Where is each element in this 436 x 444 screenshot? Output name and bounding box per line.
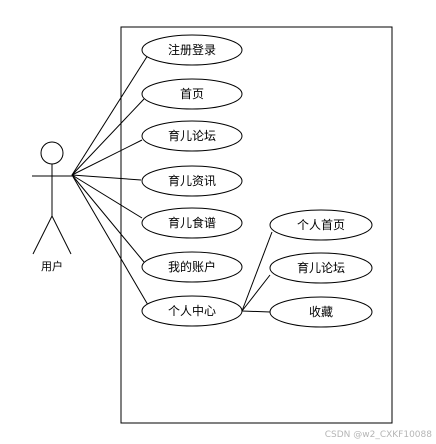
use-case-label: 育儿论坛 — [297, 260, 345, 275]
use-case-register-login[interactable]: 注册登录 — [141, 34, 243, 66]
actor-user — [32, 141, 72, 255]
use-case-ellipse — [269, 209, 373, 241]
assoc-my-account — [71, 174, 145, 263]
use-case-label: 注册登录 — [168, 42, 216, 57]
sub-associations — [241, 231, 273, 313]
use-case-personal-center[interactable]: 个人中心 — [141, 295, 243, 327]
assoc-personal-center — [71, 174, 149, 306]
system-boundary — [120, 26, 393, 424]
use-case-favorites[interactable]: 收藏 — [269, 296, 373, 328]
use-case-ellipse — [141, 165, 243, 197]
assoc-favorites — [241, 310, 271, 313]
assoc-parenting-forum — [71, 139, 143, 176]
watermark: CSDN @w2_CXKF10088 — [325, 430, 433, 440]
use-case-label: 育儿资讯 — [168, 173, 216, 188]
use-case-label: 我的账户 — [168, 259, 216, 274]
actor-head — [40, 141, 64, 165]
use-case-ellipse — [141, 78, 243, 110]
use-case-home[interactable]: 首页 — [141, 78, 243, 110]
assoc-register-login — [71, 54, 149, 176]
use-case-label: 育儿论坛 — [168, 128, 216, 143]
assoc-home — [71, 98, 145, 176]
use-case-label: 个人首页 — [297, 218, 345, 232]
use-case-ellipse — [141, 295, 243, 327]
use-case-ellipse — [141, 251, 243, 283]
assoc-parenting-news — [71, 174, 142, 181]
use-case-parenting-news[interactable]: 育儿资讯 — [141, 165, 243, 197]
use-case-ellipse — [141, 120, 243, 152]
use-case-ellipse — [269, 296, 373, 328]
actor-right-leg — [51, 215, 72, 255]
assoc-personal-home — [241, 231, 273, 312]
use-case-parenting-recipes[interactable]: 育儿食谱 — [141, 207, 243, 239]
use-case-label: 育儿食谱 — [168, 215, 216, 230]
use-case-label: 收藏 — [309, 305, 333, 319]
use-case-personal-home[interactable]: 个人首页 — [269, 209, 373, 241]
use-case-ellipse — [141, 207, 243, 239]
use-case-sub-parenting-forum[interactable]: 育儿论坛 — [269, 252, 373, 284]
actor-left-leg — [32, 215, 53, 255]
use-case-my-account[interactable]: 我的账户 — [141, 251, 243, 283]
assoc-sub-forum — [241, 274, 271, 312]
use-case-label: 个人中心 — [168, 303, 216, 318]
assoc-parenting-recipes — [71, 174, 143, 219]
use-case-parenting-forum[interactable]: 育儿论坛 — [141, 120, 243, 152]
use-case-label: 首页 — [180, 87, 204, 101]
use-case-ellipse — [141, 34, 243, 66]
actor-label: 用户 — [41, 259, 63, 273]
associations — [71, 54, 149, 306]
use-case-ellipse — [269, 252, 373, 284]
